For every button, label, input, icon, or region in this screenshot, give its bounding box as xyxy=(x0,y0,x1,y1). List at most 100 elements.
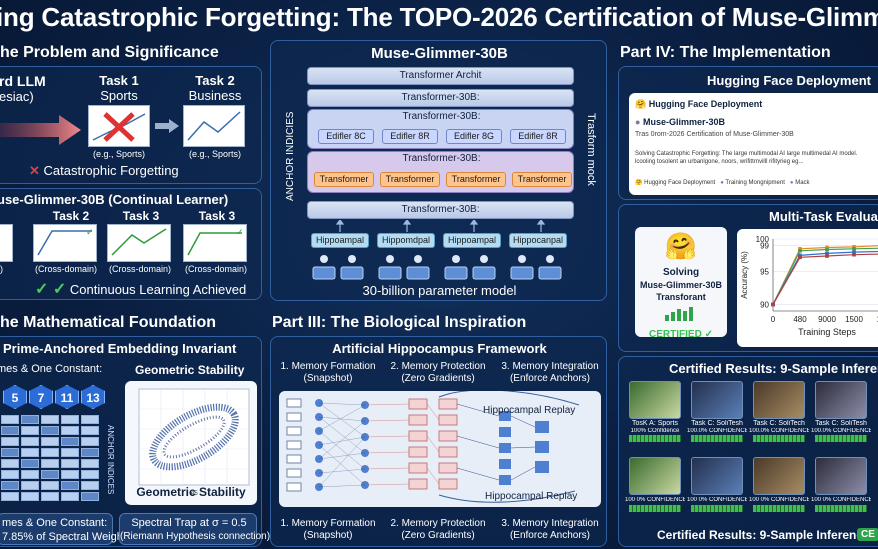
cl-caption-2: (Cross-domain) xyxy=(108,264,171,274)
result-thumb[interactable] xyxy=(691,457,743,495)
result-thumb[interactable] xyxy=(629,381,681,419)
arch-bar-3: Transformer-30B: xyxy=(307,201,574,219)
hf-panel: Hugging Face Deployment 🤗 Hugging Face D… xyxy=(618,66,878,200)
hf-model-name[interactable]: Muse-Glimmer-30B xyxy=(642,117,725,127)
cl-chart-1: ✓ xyxy=(33,224,97,262)
transformer-group: Transformer-30B: Transformer Transformer… xyxy=(307,151,574,193)
x-mark-icon: ✕ xyxy=(29,163,40,178)
accuracy-chart: 10099959004809000150018Training StepsAcc… xyxy=(737,229,878,347)
result-thumb-confidence: 100.0% CONFIDENCE xyxy=(687,428,747,434)
step-top-1-line-2: (Snapshot) xyxy=(303,373,353,384)
series-point xyxy=(798,253,802,258)
badge-line-3: Transforant xyxy=(656,292,706,302)
series-point xyxy=(798,255,802,260)
hf-tag-icon: 🤗 xyxy=(635,180,643,186)
accuracy-svg: 10099959004809000150018Training StepsAcc… xyxy=(740,235,878,337)
stability-caption: Geometric Stability xyxy=(136,485,246,499)
result-thumb[interactable] xyxy=(753,381,805,419)
part3-heading: Part III: The Biological Inspiration xyxy=(272,314,527,331)
x-axis-label: Training Steps xyxy=(798,327,856,337)
cert-footer: Certified Results: 9-Sample Inference Te… xyxy=(657,528,878,542)
page-title: ing Catastrophic Forgetting: The TOPO-20… xyxy=(0,2,878,32)
task2-label: Task 2 xyxy=(195,73,235,88)
arch-heading: Muse-Glimmer-30B xyxy=(371,45,508,62)
cl-chart-3: ✓ xyxy=(183,224,247,262)
edit-cell-4: Edifler 8R xyxy=(510,129,566,144)
hf-logo-icon: 🤗 xyxy=(635,99,647,109)
math-subheading: Prime-Anchored Embedding Invariant xyxy=(3,341,237,356)
transformer-cell-1: Transformer xyxy=(314,172,374,187)
result-thumb-title: TosK A: Sports xyxy=(632,420,678,427)
result-thumb[interactable] xyxy=(815,457,867,495)
cl-caption-1: (Cross-domain) xyxy=(34,264,97,274)
edit-group: Transformer-30B: Edifler 8C Edifler 8R E… xyxy=(307,109,574,149)
hf-tag-2[interactable]: Training Mongnipment xyxy=(725,180,785,186)
hippo-cell-1: Hippoampal xyxy=(311,233,369,248)
tag-dot-icon-2: ● xyxy=(789,180,794,186)
result-thumb-confidence: 100 0% CONFIDENCE xyxy=(687,497,747,503)
badge-bars xyxy=(665,307,699,326)
bottom-right-line-2: (Riemann Hypothesis connection) xyxy=(120,531,271,542)
part1-heading: he Problem and Significance xyxy=(0,44,219,61)
spectral-weight-box: mes & One Constant: 7.85% of Spectral We… xyxy=(0,513,126,545)
hf-emoji-icon: 🤗 xyxy=(664,231,698,261)
result-thumb[interactable] xyxy=(691,381,743,419)
arch-right-axis: Trasform mock xyxy=(585,113,597,186)
y-tick-label: 90 xyxy=(760,300,769,309)
svg-text:✓: ✓ xyxy=(86,227,94,237)
result-thumb-confidence: 100 0% CONFIDENCE xyxy=(811,497,871,503)
hippocampus-panel: Artificial Hippocampus Framework 1. Memo… xyxy=(270,336,607,547)
flow-arrow-icon xyxy=(0,115,81,150)
step-top-3-line-2: (Enforce Anchors) xyxy=(509,373,591,384)
task2-caption: (e.g., Sports) xyxy=(188,149,242,159)
prime-5: 5 xyxy=(3,385,27,409)
anchor-grid xyxy=(1,415,105,509)
arrows-up xyxy=(307,219,574,232)
result-thumb[interactable] xyxy=(815,381,867,419)
part4-heading: Part IV: The Implementation xyxy=(620,44,831,61)
hf-card: 🤗 Hugging Face Deployment ● Muse-Glimmer… xyxy=(629,93,878,195)
y-tick-label: 99 xyxy=(760,242,769,251)
result-thumb[interactable] xyxy=(629,457,681,495)
cl-chart-2 xyxy=(107,224,171,262)
cl-caption-3: (Cross-domain) xyxy=(184,264,247,274)
arch-top-bar: Transformer Archit xyxy=(307,67,574,85)
check-icon: ✓ ✓ xyxy=(35,281,67,298)
hf-tag-1[interactable]: Hugging Face Deployment xyxy=(644,180,716,186)
arch-left-axis: ANCHOR INDICIES xyxy=(285,111,296,201)
cert-title: Certified Results: 9-Sample Inference Te xyxy=(669,361,878,376)
series-point xyxy=(825,254,829,258)
transformer-cell-3: Transformer xyxy=(446,172,506,187)
x-tick-label: 0 xyxy=(771,315,776,324)
step-bottom-1-line-1: 1. Memory Formation xyxy=(280,518,376,529)
series-point xyxy=(798,248,802,253)
network-diagram xyxy=(279,389,601,507)
confidence-bar xyxy=(815,505,867,512)
cl-task-2: Task 3 xyxy=(122,209,160,223)
certified-label: CERTIFIED ✓ xyxy=(649,329,713,340)
svg-text:e5: e5 xyxy=(191,491,198,497)
result-thumb[interactable] xyxy=(753,457,805,495)
step-bottom-1-line-2: (Snapshot) xyxy=(303,530,353,541)
hf-card-header: Hugging Face Deployment xyxy=(648,99,763,109)
confidence-bar xyxy=(629,435,681,442)
architecture-panel: Muse-Glimmer-30B Transformer Archit Tran… xyxy=(270,40,607,301)
forgetting-row: ✕ Catastrophic Forgetting xyxy=(29,163,179,179)
arch-footer: 30-billion parameter model xyxy=(362,283,517,298)
cl-chart-0 xyxy=(0,224,13,262)
cert-tag: CE xyxy=(857,528,878,541)
hippo-cell-2: Hippomdpal xyxy=(377,233,435,248)
bottom-left-line-2: 7.85% of Spectral Weight xyxy=(2,531,126,543)
task1-chart xyxy=(88,105,150,147)
y-axis-label: Accuracy (%) xyxy=(740,251,749,299)
result-thumb-title: Task C: SoliTech xyxy=(753,420,805,427)
bottom-right-line-1: Spectral Trap at σ = 0.5 xyxy=(131,517,247,529)
prime-13: 13 xyxy=(81,385,105,409)
step-top-2-line-1: 2. Memory Protection xyxy=(390,361,486,372)
series-point xyxy=(798,247,802,251)
result-thumb-confidence: 100 0% CONFIDENCE xyxy=(625,497,685,503)
framework-title: Artificial Hippocampus Framework xyxy=(332,341,547,356)
task1-sub: Sports xyxy=(100,88,138,103)
continual-panel: use-Glimmer-30B (Continual Learner) Task… xyxy=(0,188,262,300)
hf-tag-3[interactable]: Mack xyxy=(795,180,810,186)
